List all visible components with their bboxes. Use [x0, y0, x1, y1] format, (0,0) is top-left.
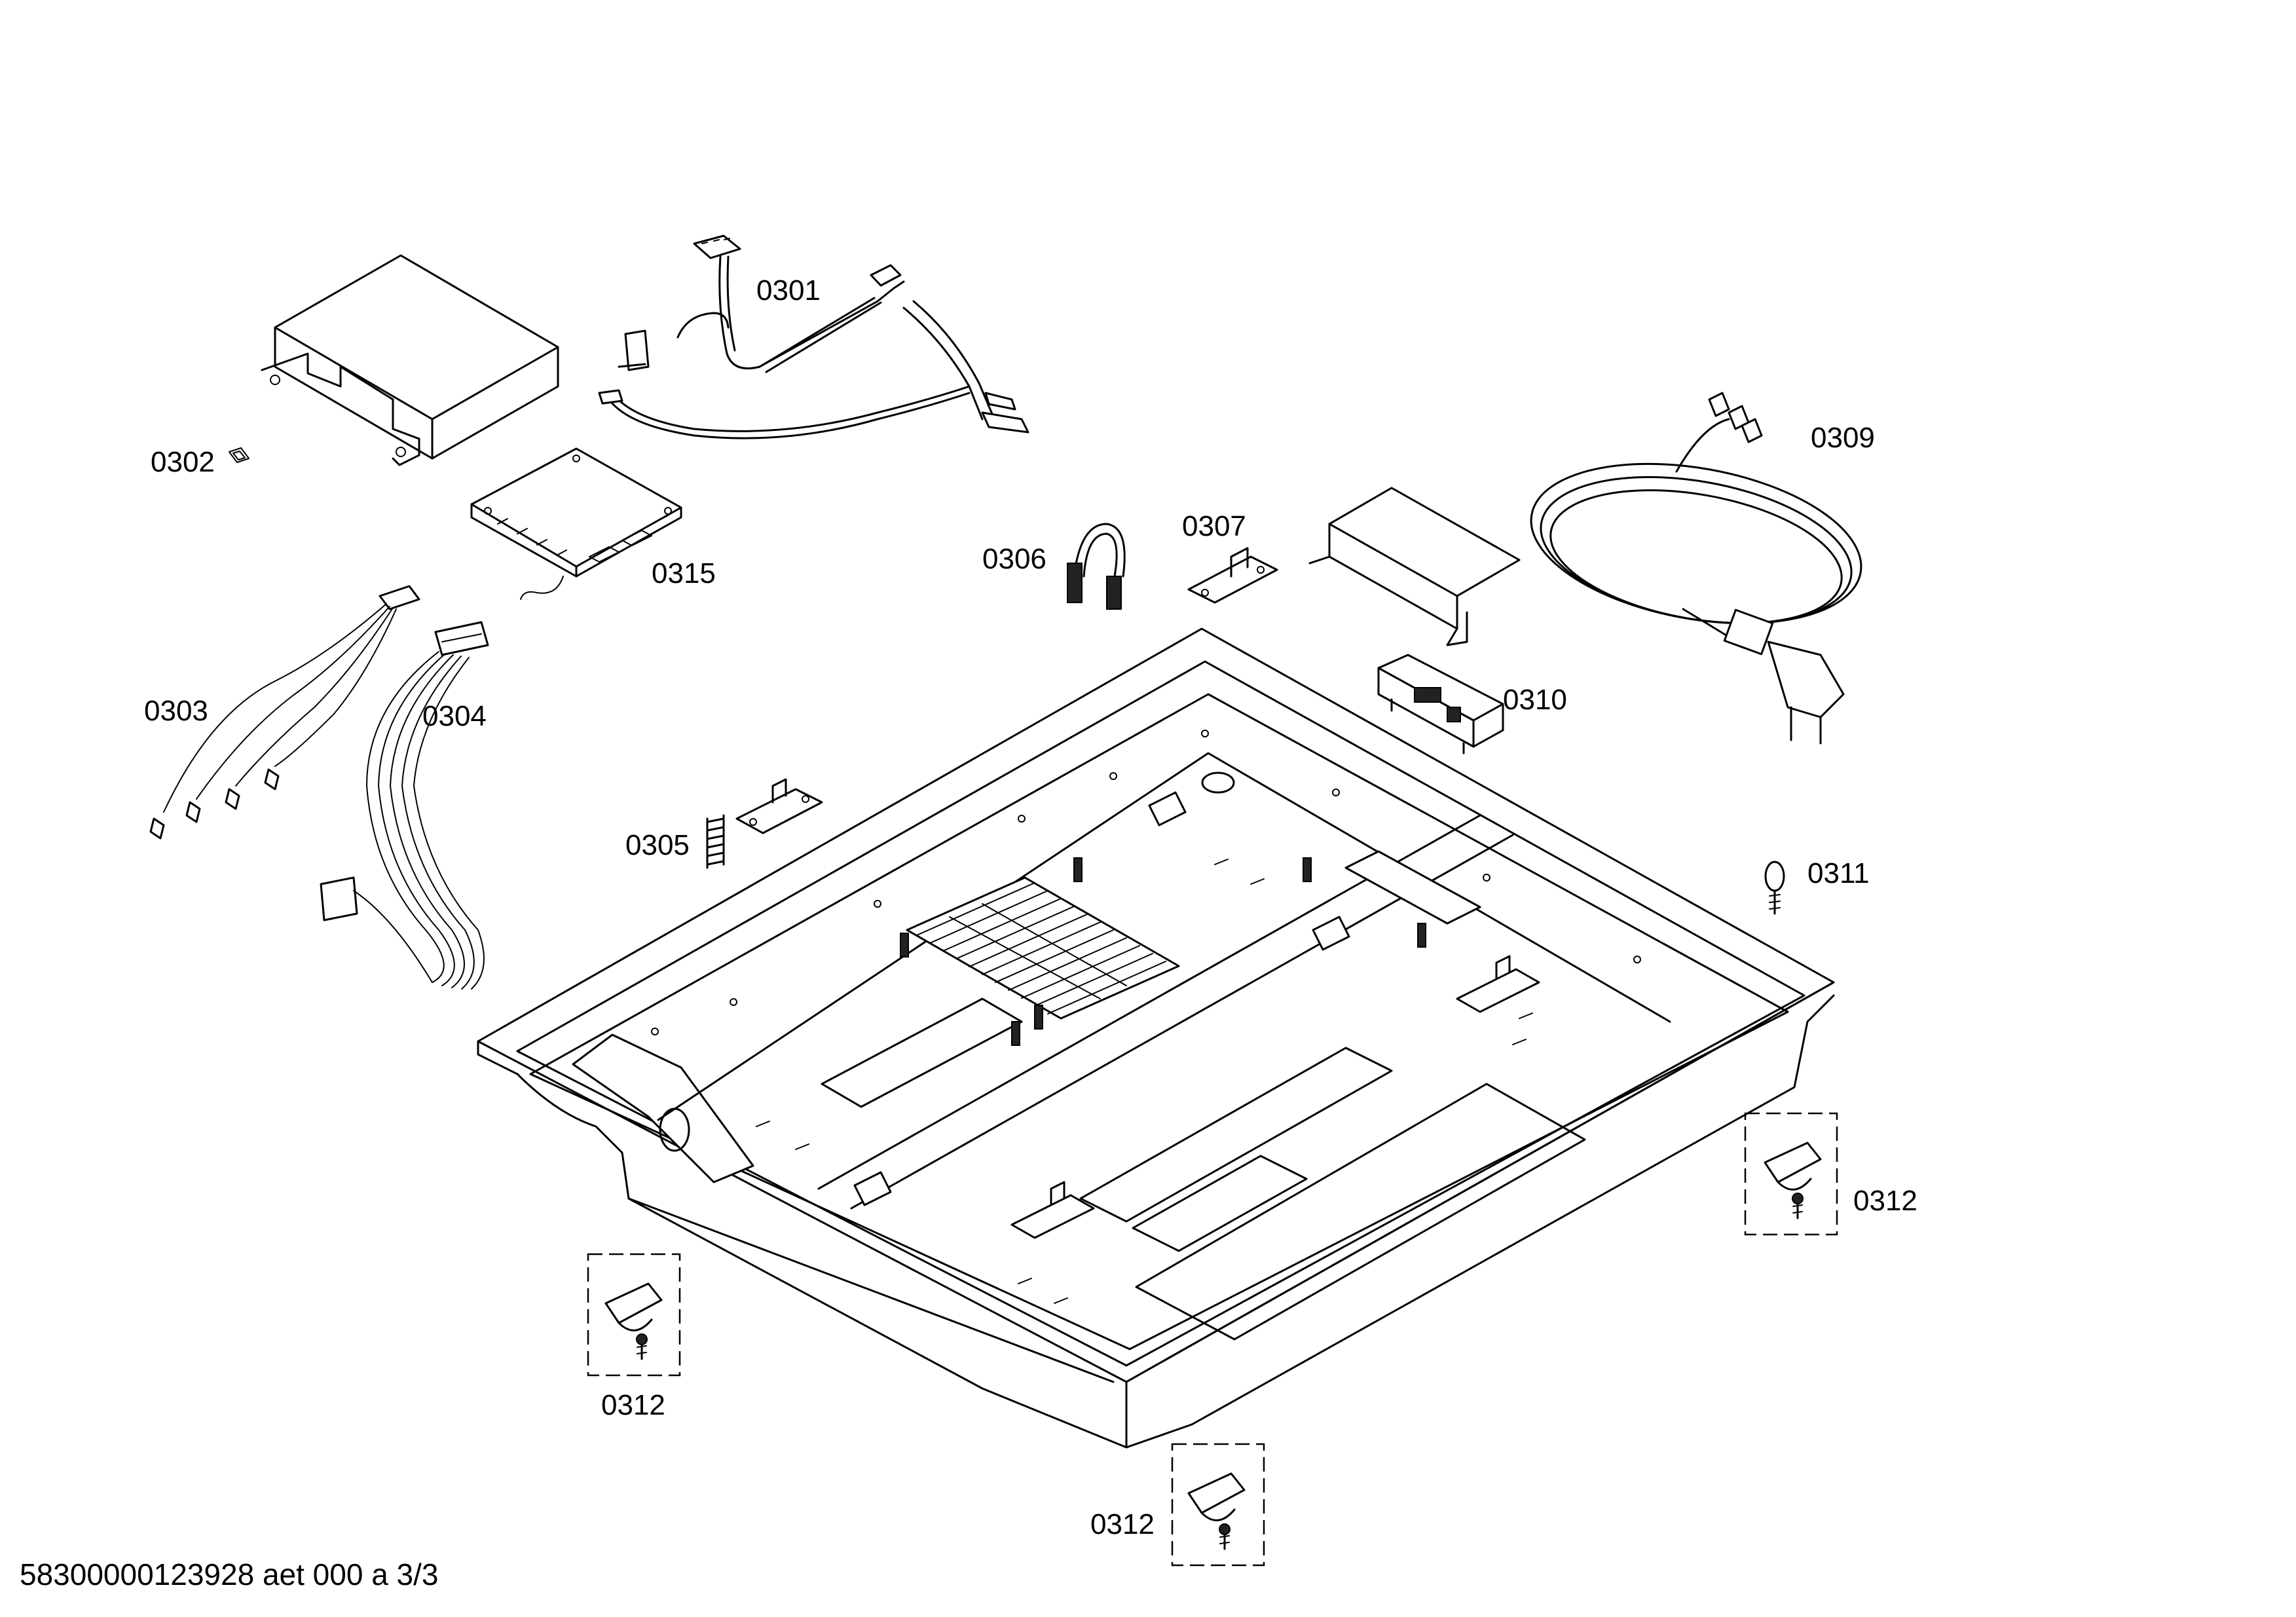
callout-0311: 0311 [1807, 857, 1870, 889]
part-0312-clip-set-right [1744, 1112, 1838, 1236]
callout-0306: 0306 [982, 543, 1046, 575]
part-0312-clip-set-left [587, 1253, 681, 1377]
part-0309-power-cord [1530, 392, 1862, 745]
document-id: 58300000123928 aet 000 a 3/3 [20, 1557, 439, 1591]
cover-plate [1308, 487, 1521, 646]
part-0305-spring [706, 814, 725, 869]
base-tray [477, 627, 1835, 1449]
callout-0312-left: 0312 [601, 1389, 665, 1421]
callout-0305: 0305 [625, 829, 690, 861]
callout-0312-right: 0312 [1853, 1185, 1917, 1217]
part-0307-bracket [1187, 547, 1278, 604]
part-0303-cable-loom [149, 585, 420, 840]
part-0312-clip-set-bottom [1171, 1443, 1265, 1567]
callout-0302: 0302 [151, 446, 215, 478]
callout-0310: 0310 [1503, 684, 1567, 716]
callout-0301: 0301 [756, 274, 821, 307]
part-0311-stud [1764, 861, 1785, 915]
callout-0309: 0309 [1811, 422, 1875, 454]
part-0301-wiring-harness [598, 234, 1029, 439]
part-0304-cable-loom [320, 621, 489, 990]
callout-0312-bottom: 0312 [1090, 1508, 1155, 1540]
callout-0304: 0304 [422, 700, 487, 732]
callout-0307: 0307 [1182, 510, 1246, 542]
callout-0303: 0303 [144, 695, 208, 727]
part-0302-clip [229, 447, 250, 463]
control-box-housing [261, 254, 559, 466]
mounting-bracket [735, 778, 823, 834]
callout-0315: 0315 [652, 557, 716, 589]
part-0315-control-pcb [470, 447, 682, 600]
part-0310-terminal-block [1377, 654, 1504, 754]
part-0306-cable-clip [1067, 523, 1126, 610]
